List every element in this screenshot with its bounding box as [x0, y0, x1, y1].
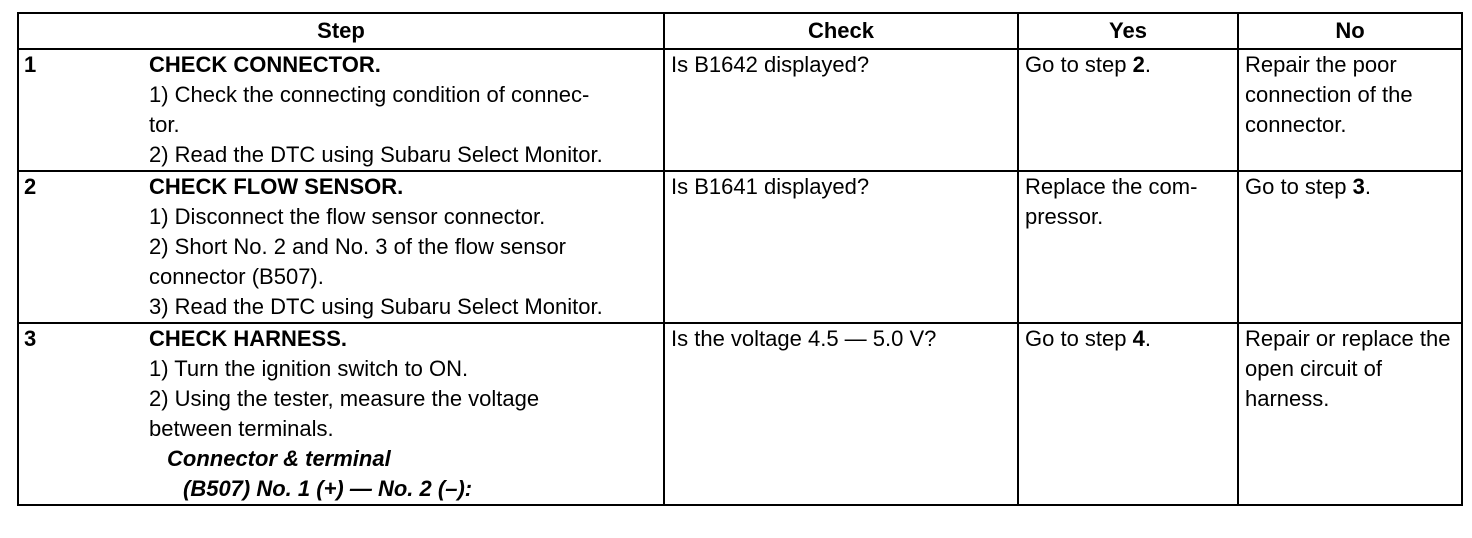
yes-text: Go to step — [1025, 52, 1133, 77]
yes-step-ref: 2 — [1132, 52, 1145, 77]
table-row: 3 CHECK HARNESS. 1) Turn the ignition sw… — [17, 322, 1463, 506]
check-cell: Is the voltage 4.5 — 5.0 V? — [663, 322, 1019, 506]
connector-terminal-value: (B507) No. 1 (+) — No. 2 (–): — [183, 476, 473, 501]
header-check: Check — [663, 12, 1019, 50]
instruction-line: 2) Short No. 2 and No. 3 of the flow sen… — [149, 234, 567, 259]
instruction-line: tor. — [149, 112, 180, 137]
step-cell: 2 CHECK FLOW SENSOR. 1) Disconnect the f… — [17, 170, 665, 324]
table-row: 1 CHECK CONNECTOR. 1) Check the connecti… — [17, 48, 1463, 172]
yes-tail: . — [1144, 52, 1151, 77]
step-title: CHECK CONNECTOR. — [149, 52, 381, 77]
instruction-line: 1) Disconnect the flow sensor connector. — [149, 204, 546, 229]
no-cell: Go to step 3. — [1237, 170, 1463, 324]
instruction-line: 2) Using the tester, measure the voltage — [149, 386, 540, 411]
connector-terminal-label: Connector & terminal — [167, 446, 391, 471]
no-step-ref: 3 — [1352, 174, 1365, 199]
yes-text: Go to step — [1025, 326, 1133, 351]
no-tail: . — [1364, 174, 1371, 199]
check-cell: Is B1642 displayed? — [663, 48, 1019, 172]
instruction-line: connector (B507). — [149, 264, 324, 289]
instruction-line: 3) Read the DTC using Subaru Select Moni… — [149, 294, 603, 319]
header-row: Step Check Yes No — [17, 12, 1463, 50]
header-no: No — [1237, 12, 1463, 50]
step-number: 1 — [24, 52, 37, 77]
step-cell: 3 CHECK HARNESS. 1) Turn the ignition sw… — [17, 322, 665, 506]
header-yes: Yes — [1017, 12, 1239, 50]
table-row: 2 CHECK FLOW SENSOR. 1) Disconnect the f… — [17, 170, 1463, 324]
yes-step-ref: 4 — [1132, 326, 1145, 351]
yes-cell: Replace the com-pressor. — [1017, 170, 1239, 324]
instruction-line: 1) Turn the ignition switch to ON. — [149, 356, 469, 381]
no-cell: Repair or replace the open circuit of ha… — [1237, 322, 1463, 506]
step-cell: 1 CHECK CONNECTOR. 1) Check the connecti… — [17, 48, 665, 172]
step-number: 2 — [24, 174, 37, 199]
step-title: CHECK FLOW SENSOR. — [149, 174, 404, 199]
instruction-line: 1) Check the connecting condition of con… — [149, 82, 590, 107]
yes-cell: Go to step 4. — [1017, 322, 1239, 506]
instruction-line: between terminals. — [149, 416, 334, 441]
yes-cell: Go to step 2. — [1017, 48, 1239, 172]
instruction-line: 2) Read the DTC using Subaru Select Moni… — [149, 142, 603, 167]
no-cell: Repair the poor connection of the connec… — [1237, 48, 1463, 172]
step-title: CHECK HARNESS. — [149, 326, 348, 351]
header-step: Step — [17, 12, 665, 50]
yes-tail: . — [1144, 326, 1151, 351]
diagnostic-table: Step Check Yes No 1 CHECK CONNECTOR. 1) … — [17, 12, 1463, 506]
check-cell: Is B1641 displayed? — [663, 170, 1019, 324]
step-number: 3 — [24, 326, 37, 351]
no-text: Go to step — [1245, 174, 1353, 199]
